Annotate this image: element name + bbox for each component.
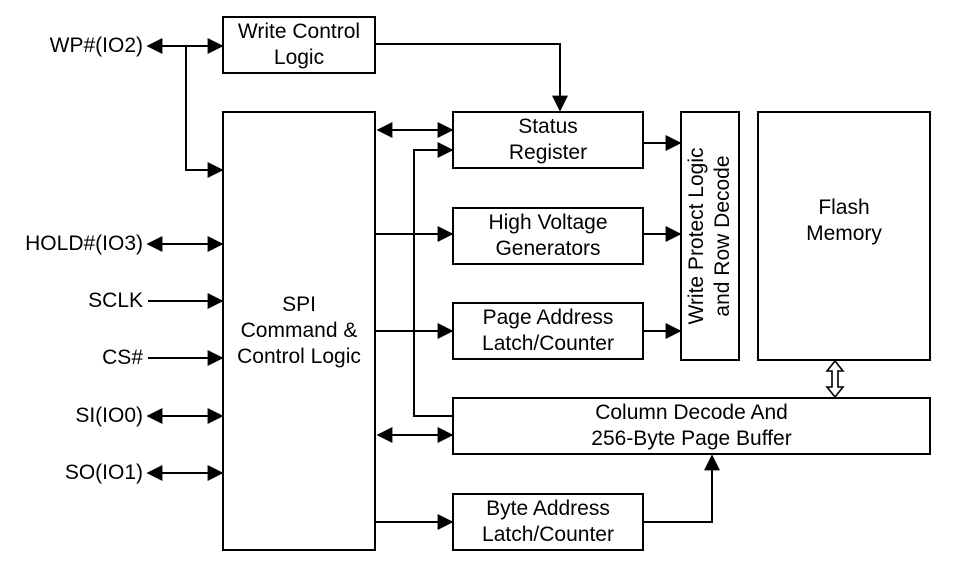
wcl-to-status-arrow bbox=[376, 43, 568, 112]
page-address-latch-block: Page Address Latch/Counter bbox=[452, 302, 644, 360]
byte-line-2: Latch/Counter bbox=[482, 523, 614, 546]
write-protect-line-2: and Row Decode bbox=[711, 155, 734, 317]
spi-line-1: SPI bbox=[282, 293, 316, 316]
byte-line-1: Byte Address bbox=[486, 497, 610, 520]
byte-to-column-arrow bbox=[644, 454, 720, 523]
page-line-2: Latch/Counter bbox=[482, 332, 614, 355]
pin-si-label: SI(IO0) bbox=[75, 404, 143, 427]
pin-hold-label: HOLD#(IO3) bbox=[25, 232, 143, 255]
write-protect-label: Write Protect Logic and Row Decode bbox=[684, 111, 736, 361]
write-protect-row-decode-block bbox=[680, 111, 740, 361]
flash-column-double-arrow bbox=[825, 359, 845, 399]
status-line-2: Register bbox=[508, 141, 588, 164]
write-control-line-1: Write Control bbox=[237, 20, 361, 43]
high-voltage-generators-block: High Voltage Generators bbox=[452, 207, 644, 265]
pin-cs-label: CS# bbox=[102, 346, 143, 369]
flash-line-1: Flash bbox=[818, 196, 870, 219]
wp-to-spi-arrow bbox=[185, 46, 224, 178]
write-control-line-2: Logic bbox=[273, 46, 325, 69]
status-register-block: Status Register bbox=[452, 111, 644, 169]
flash-line-2: Memory bbox=[806, 222, 882, 245]
spi-command-control-block: SPI Command & Control Logic bbox=[222, 111, 376, 551]
page-line-1: Page Address bbox=[482, 306, 614, 329]
column-line-2: 256-Byte Page Buffer bbox=[591, 427, 792, 450]
spi-line-3: Control Logic bbox=[237, 345, 361, 368]
column-to-status-arrow bbox=[413, 142, 454, 417]
write-protect-line-1: Write Protect Logic bbox=[685, 147, 708, 325]
write-control-logic-block: Write Control Logic bbox=[222, 16, 376, 74]
spi-line-2: Command & bbox=[240, 319, 358, 342]
column-decode-page-buffer-block: Column Decode And 256-Byte Page Buffer bbox=[452, 397, 931, 455]
hv-line-1: High Voltage bbox=[488, 211, 608, 234]
status-line-1: Status bbox=[518, 115, 578, 138]
flash-memory-block: Flash Memory bbox=[757, 111, 931, 361]
pin-wp-label: WP#(IO2) bbox=[49, 34, 143, 57]
pin-so-label: SO(IO1) bbox=[64, 461, 143, 484]
pin-sclk-label: SCLK bbox=[88, 289, 143, 312]
hv-line-2: Generators bbox=[495, 237, 601, 260]
column-line-1: Column Decode And bbox=[595, 401, 788, 424]
byte-address-latch-block: Byte Address Latch/Counter bbox=[452, 493, 644, 551]
